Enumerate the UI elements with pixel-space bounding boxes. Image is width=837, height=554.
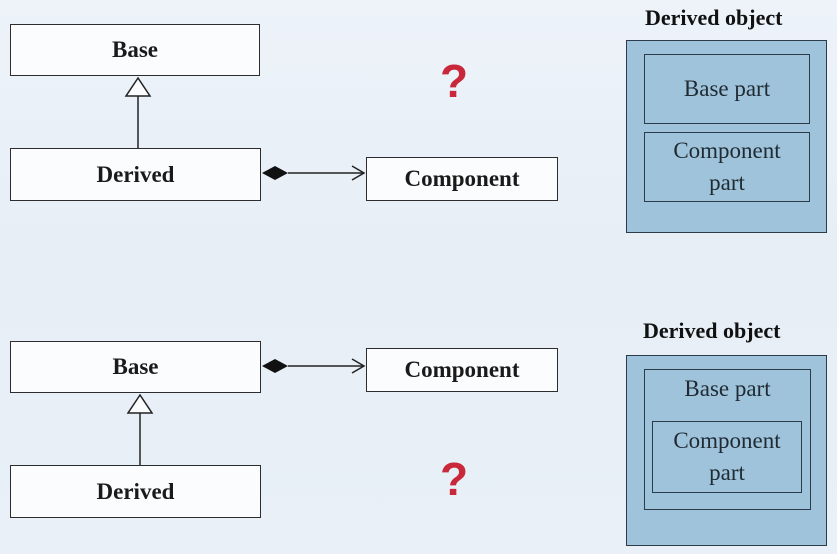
component-part-label-line1: Component <box>673 428 781 453</box>
base-class-box-bottom: Base <box>10 341 261 393</box>
derived-object-title-top: Derived object <box>645 5 783 30</box>
inheritance-arrow-top <box>124 76 152 97</box>
derived-class-label: Derived <box>96 478 175 504</box>
question-mark-top: ? <box>440 55 469 107</box>
component-class-box-bottom: Component <box>366 348 558 392</box>
component-part-label-line1: Component <box>673 138 781 163</box>
component-class-box-top: Component <box>366 157 558 201</box>
derived-object-title-bottom: Derived object <box>643 318 781 343</box>
component-class-label: Component <box>404 357 520 382</box>
base-class-box-top: Base <box>10 24 260 76</box>
component-part-box-top: Component part <box>644 132 810 202</box>
base-part-box-top: Base part <box>644 54 810 124</box>
base-class-label: Base <box>112 354 159 379</box>
composition-arrowhead-top <box>351 165 366 181</box>
component-part-label-line2: part <box>709 170 745 195</box>
derived-object-box-bottom: Base part Component part <box>626 355 827 546</box>
derived-object-box-top: Base part Component part <box>626 40 827 233</box>
base-class-label: Base <box>112 37 158 62</box>
base-part-label: Base part <box>684 376 771 401</box>
composition-diamond-top <box>262 166 288 180</box>
component-part-label-line2: part <box>709 460 745 485</box>
component-class-label: Component <box>404 166 520 191</box>
question-mark-bottom: ? <box>440 453 469 505</box>
base-part-label: Base part <box>683 76 771 101</box>
derived-class-box-bottom: Derived <box>10 465 261 518</box>
composition-diamond-bottom <box>262 359 288 373</box>
inheritance-arrow-bottom <box>126 393 154 414</box>
derived-class-box-top: Derived <box>10 148 261 201</box>
derived-class-label: Derived <box>96 161 175 187</box>
base-part-box-bottom: Base part Component part <box>644 369 811 510</box>
component-part-box-bottom: Component part <box>652 421 802 493</box>
composition-arrowhead-bottom <box>351 358 366 374</box>
